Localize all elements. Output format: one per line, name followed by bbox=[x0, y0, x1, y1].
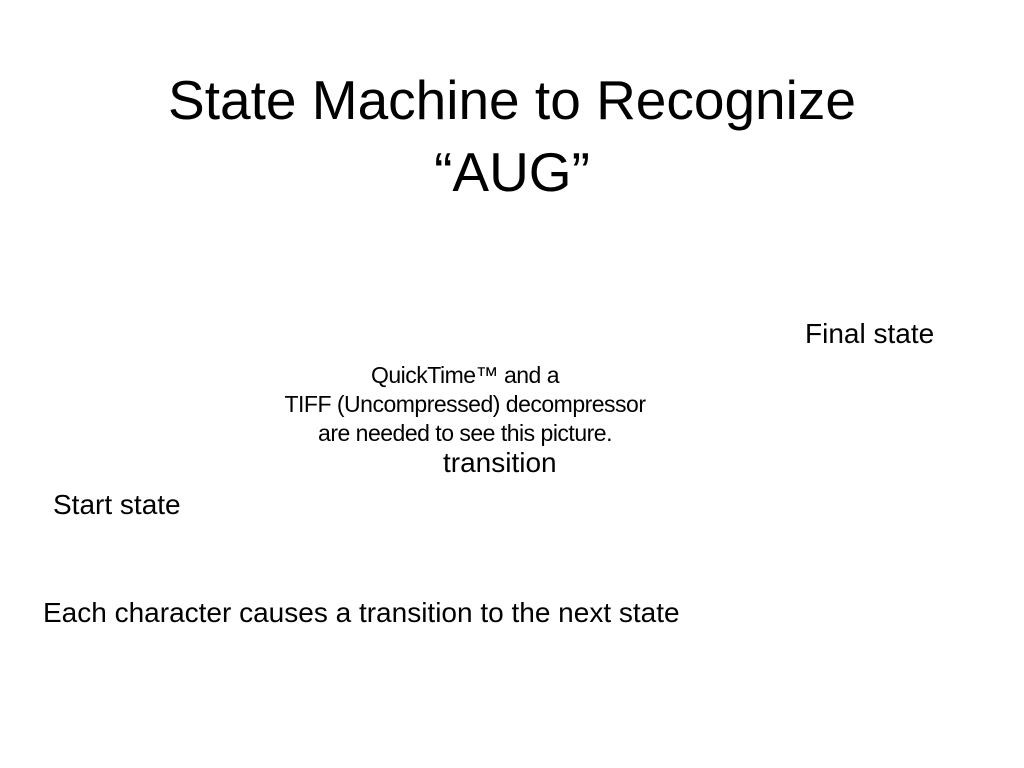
placeholder-line-1: QuickTime™ and a bbox=[371, 362, 560, 388]
missing-image-placeholder: QuickTime™ and a TIFF (Uncompressed) dec… bbox=[230, 361, 700, 448]
slide-title-line-1: State Machine to Recognize bbox=[168, 69, 856, 131]
start-state-label: Start state bbox=[53, 489, 181, 520]
slide-caption: Each character causes a transition to th… bbox=[43, 597, 680, 628]
slide-title: State Machine to Recognize “AUG” bbox=[0, 64, 1024, 208]
placeholder-line-3: are needed to see this picture. bbox=[318, 420, 612, 446]
transition-label: transition bbox=[443, 447, 557, 478]
placeholder-line-2: TIFF (Uncompressed) decompressor bbox=[284, 391, 646, 417]
final-state-label: Final state bbox=[805, 318, 935, 349]
slide-title-line-2: “AUG” bbox=[434, 141, 590, 203]
